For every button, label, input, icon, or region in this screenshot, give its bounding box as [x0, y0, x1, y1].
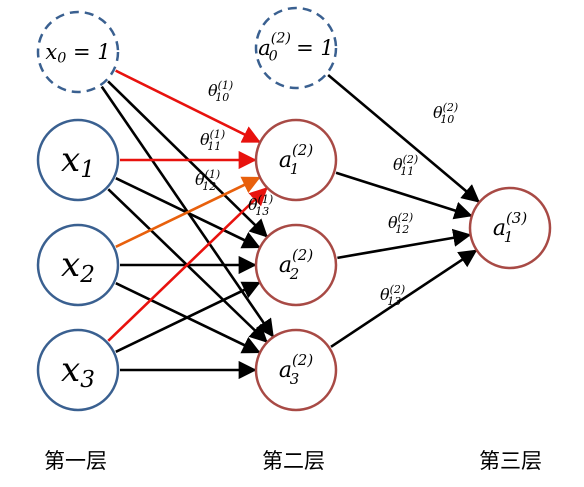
- node-label-x3: x3: [61, 350, 95, 393]
- node-x1: [36, 118, 120, 202]
- network-nodes: x0 = 1 x1 x2 x3 a(2)0 = 1 a(2)1 a(2)2 a(2)3 a(3)…: [36, 6, 552, 412]
- node-label-x2: x2: [61, 245, 95, 288]
- node-a1_3: [468, 186, 552, 270]
- weight-label-t11_2: θ(2)11: [393, 153, 418, 178]
- weight-labels: θ(1)10 θ(1)11 θ(1)12 θ(1)13 θ(2)10 θ(2)11 θ(2)…: [195, 79, 458, 308]
- weight-label-t11_1: θ(1)11: [200, 128, 225, 153]
- node-a3_2: [254, 328, 338, 412]
- weight-label-t12_2: θ(2)12: [388, 211, 413, 236]
- weight-label-t13_2: θ(2)13: [380, 283, 405, 308]
- edge-x3-to-a2_2: [115, 281, 261, 353]
- edge-x0-to-a1_2: [115, 69, 261, 143]
- node-a1_2: [254, 118, 338, 202]
- node-x0: [36, 10, 120, 94]
- weight-label-t13_1: θ(1)13: [248, 193, 273, 218]
- node-x2: [36, 223, 120, 307]
- node-label-a3_2: a(2)3: [279, 351, 313, 388]
- connection-edges: [100, 69, 481, 380]
- node-label-a1_2: a(2)1: [279, 141, 313, 178]
- node-x3: [36, 328, 120, 412]
- edge-a0_2-to-a1_3: [327, 74, 481, 203]
- layer-label-3: 第三层: [479, 449, 542, 473]
- node-label-a1_3: a(3)1: [493, 209, 527, 246]
- edge-a1_2-to-a1_3: [335, 171, 473, 220]
- node-label-a0_2: a(2)0 = 1: [258, 31, 334, 65]
- edge-a3_2-to-a1_3: [330, 249, 478, 348]
- weight-label-t10_2: θ(2)10: [433, 101, 458, 126]
- node-label-x1: x1: [61, 140, 95, 183]
- weight-label-t10_1: θ(1)10: [208, 79, 233, 104]
- node-label-x0: x0 = 1: [45, 40, 110, 66]
- edge-x2-to-a1_2: [115, 176, 261, 248]
- layer-label-2: 第二层: [262, 449, 325, 473]
- node-a0_2: [254, 6, 338, 90]
- weight-label-t12_1: θ(1)12: [195, 168, 220, 193]
- edge-x3-to-a1_2: [107, 187, 268, 342]
- edge-a2_2-to-a1_3: [337, 228, 472, 260]
- node-label-a2_2: a(2)2: [279, 246, 313, 283]
- node-a2_2: [254, 223, 338, 307]
- layer-label-1: 第一层: [44, 449, 107, 473]
